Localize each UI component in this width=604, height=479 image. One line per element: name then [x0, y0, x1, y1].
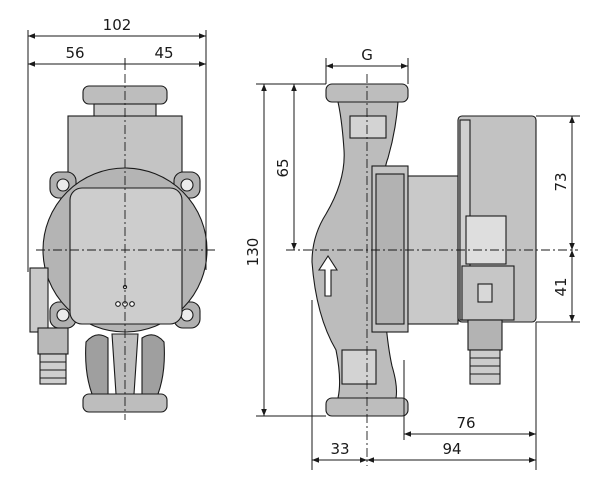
- side-terminal-block: [465, 215, 507, 265]
- dim-connection-g: G: [361, 46, 373, 64]
- front-connector-body: [37, 327, 69, 355]
- flow-arrow-icon: [317, 254, 339, 297]
- front-led-3: [129, 301, 135, 307]
- front-centerlines: [36, 74, 216, 420]
- dim-upper-height: 65: [274, 158, 292, 177]
- side-dimensions: [256, 58, 580, 470]
- front-connector-box: [29, 267, 49, 333]
- front-screw-right-top: [180, 178, 194, 192]
- side-lower-window: [341, 349, 377, 385]
- dim-overall-height: 130: [244, 238, 262, 267]
- front-view: [29, 85, 208, 413]
- front-screw-left-bottom: [56, 308, 70, 322]
- dim-motor-upper: 73: [552, 172, 570, 191]
- front-motor-head: [69, 187, 183, 325]
- side-cable-gland: [467, 319, 503, 351]
- dim-box-depth: 76: [456, 414, 475, 432]
- front-screw-right-bottom: [180, 308, 194, 322]
- dim-body-offset: 33: [330, 440, 349, 458]
- front-screw-left-top: [56, 178, 70, 192]
- front-dimensions: [27, 30, 207, 272]
- side-connection-window: [349, 115, 387, 139]
- side-view: [311, 83, 537, 417]
- front-cable-gland: [39, 353, 67, 385]
- front-lower-ribs: [85, 334, 109, 395]
- dim-front-right: 45: [154, 44, 173, 62]
- dim-front-left: 56: [65, 44, 84, 62]
- front-led-1: [115, 301, 121, 307]
- side-motor-can: [407, 175, 459, 325]
- dim-front-width: 102: [103, 16, 132, 34]
- dim-motor-lower: 41: [552, 277, 570, 296]
- side-centerlines: [286, 74, 578, 466]
- dim-motor-depth: 94: [442, 440, 461, 458]
